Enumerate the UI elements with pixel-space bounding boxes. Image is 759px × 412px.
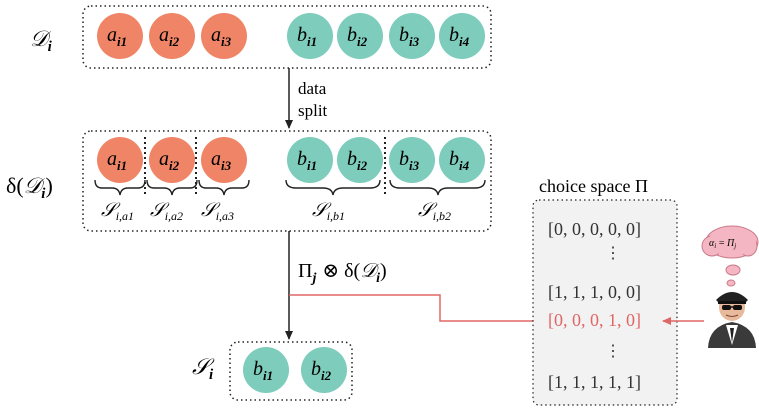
subset-label: 𝒮i,b1	[312, 200, 345, 223]
node-b-i2: bi2	[337, 137, 383, 183]
node-label: bi2	[311, 358, 332, 383]
selection-operator-label: Πj⊗ δ(𝒟i)	[298, 260, 387, 286]
node-circle	[337, 137, 383, 183]
svg-text:𝒮i,b2: 𝒮i,b2	[418, 200, 451, 223]
node-label: bi2	[347, 148, 368, 173]
node-label: bi3	[399, 148, 420, 173]
node-label: bi3	[399, 24, 420, 49]
row-label-selected-subset: 𝒮i	[192, 354, 215, 383]
node-b-i2: bi2	[301, 347, 347, 393]
node-circle	[201, 137, 247, 183]
subset-label: 𝒮i,a3	[201, 200, 234, 223]
data-split-label-line2: split	[298, 101, 328, 120]
node-circle	[287, 137, 333, 183]
node-circle	[439, 137, 485, 183]
node-circle	[439, 13, 485, 59]
choice-ellipsis: ⋮	[605, 245, 621, 262]
node-circle	[389, 13, 435, 59]
choice-ellipsis: ⋮	[605, 343, 621, 360]
choice-vector: [0, 0, 0, 0, 0]	[548, 219, 641, 239]
choice-space-panel	[532, 199, 678, 406]
node-a-i3: ai3	[201, 13, 247, 59]
svg-text:𝒮i,b1: 𝒮i,b1	[312, 200, 345, 223]
choice-vector: [1, 1, 1, 0, 0]	[548, 282, 641, 302]
node-b-i4: bi4	[439, 13, 485, 59]
node-a-i3: ai3	[201, 137, 247, 183]
node-label: ai1	[107, 24, 127, 49]
node-b-i3: bi3	[389, 137, 435, 183]
node-circle	[243, 347, 289, 393]
thought-text: αi=Πj	[709, 238, 736, 250]
node-label: bi4	[449, 24, 470, 49]
subset-brace	[198, 179, 250, 196]
subset-brace	[389, 179, 486, 196]
node-label: bi1	[297, 24, 317, 49]
subset-label: 𝒮i,b2	[418, 200, 451, 223]
node-label: bi1	[297, 148, 317, 173]
node-label: ai2	[159, 148, 180, 173]
node-circle	[337, 13, 383, 59]
node-circle	[287, 13, 333, 59]
svg-text:𝒮i,a1: 𝒮i,a1	[101, 200, 134, 223]
node-circle	[201, 13, 247, 59]
node-a-i2: ai2	[149, 13, 195, 59]
choice-vector: [1, 1, 1, 1, 1]	[548, 372, 641, 392]
svg-text:𝒮i,a3: 𝒮i,a3	[201, 200, 234, 223]
node-circle	[149, 137, 195, 183]
selected-subset-nodes: bi1 bi2	[243, 347, 347, 393]
node-a-i1: ai1	[97, 13, 143, 59]
node-circle	[97, 137, 143, 183]
node-label: ai1	[107, 148, 127, 173]
node-b-i1: bi1	[243, 347, 289, 393]
subset-brace	[146, 179, 198, 196]
choice-vector-selected: [0, 0, 0, 1, 0]	[548, 310, 641, 330]
node-b-i1: bi1	[287, 13, 333, 59]
subset-brace	[94, 179, 146, 196]
node-b-i1: bi1	[287, 137, 333, 183]
selection-connector	[289, 294, 541, 322]
row-label-dataset: 𝒟i	[30, 26, 53, 55]
svg-text:𝒮i,a2: 𝒮i,a2	[150, 200, 183, 223]
subset-label: 𝒮i,a2	[150, 200, 183, 223]
node-label: ai3	[211, 148, 232, 173]
node-b-i3: bi3	[389, 13, 435, 59]
node-label: ai3	[211, 24, 232, 49]
agent-spy-icon	[708, 292, 756, 348]
subset-label: 𝒮i,a1	[101, 200, 134, 223]
node-label: bi1	[253, 358, 273, 383]
split-dataset-box	[82, 130, 492, 232]
node-circle	[149, 13, 195, 59]
node-a-i1: ai1	[97, 137, 143, 183]
node-label: ai2	[159, 24, 180, 49]
thought-cloud: αi=Πj	[701, 225, 759, 287]
node-label: bi2	[347, 24, 368, 49]
row-label-split-dataset: δ(𝒟i)	[6, 173, 53, 202]
node-b-i4: bi4	[439, 137, 485, 183]
split-dataset-nodes: ai1 ai2 ai3 bi1 bi2 bi3 bi4	[97, 137, 485, 183]
node-circle	[97, 13, 143, 59]
node-circle	[301, 347, 347, 393]
node-a-i2: ai2	[149, 137, 195, 183]
node-b-i2: bi2	[337, 13, 383, 59]
dataset-nodes: ai1 ai2 ai3 bi1 bi2 bi3 bi4	[97, 13, 485, 59]
subset-brace	[285, 179, 381, 196]
node-circle	[389, 137, 435, 183]
selected-subset-box	[229, 341, 353, 401]
node-label: bi4	[449, 148, 470, 173]
choice-space-title: choice space Π	[539, 176, 648, 196]
data-split-label-line1: data	[298, 79, 327, 98]
